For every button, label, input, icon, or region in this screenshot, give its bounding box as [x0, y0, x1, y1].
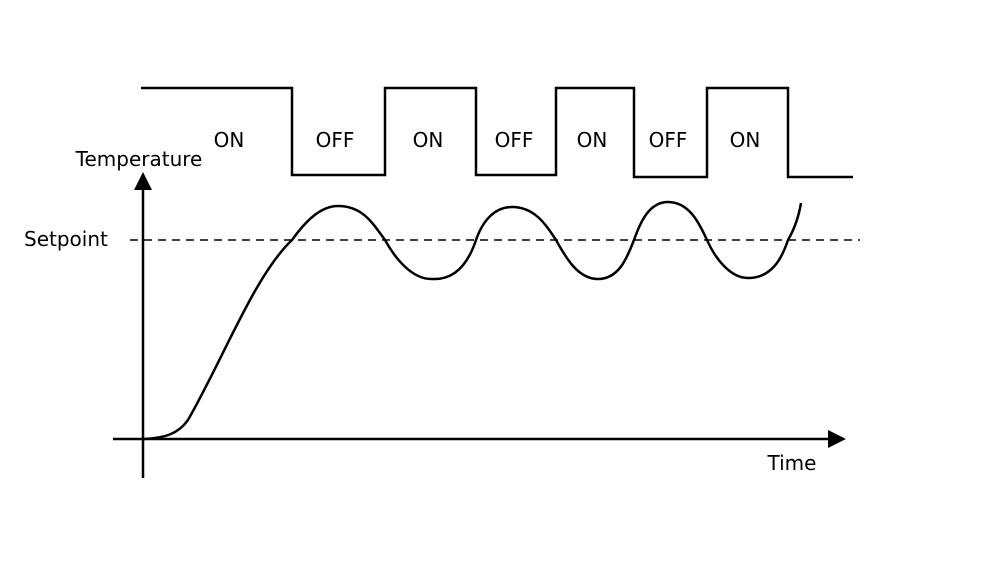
- y-axis-label: Temperature: [75, 147, 203, 171]
- state-label-7: ON: [730, 128, 761, 152]
- x-axis-arrowhead: [828, 430, 846, 448]
- state-label-6: OFF: [649, 128, 688, 152]
- state-label-2: OFF: [316, 128, 355, 152]
- state-label-1: ON: [214, 128, 245, 152]
- state-label-5: ON: [577, 128, 608, 152]
- state-label-3: ON: [413, 128, 444, 152]
- on-off-waveform: [141, 86, 853, 179]
- y-axis-arrowhead: [134, 172, 152, 190]
- setpoint-label: Setpoint: [24, 227, 108, 251]
- temperature-curve: [142, 200, 803, 441]
- state-label-4: OFF: [495, 128, 534, 152]
- x-axis-label: Time: [767, 451, 817, 475]
